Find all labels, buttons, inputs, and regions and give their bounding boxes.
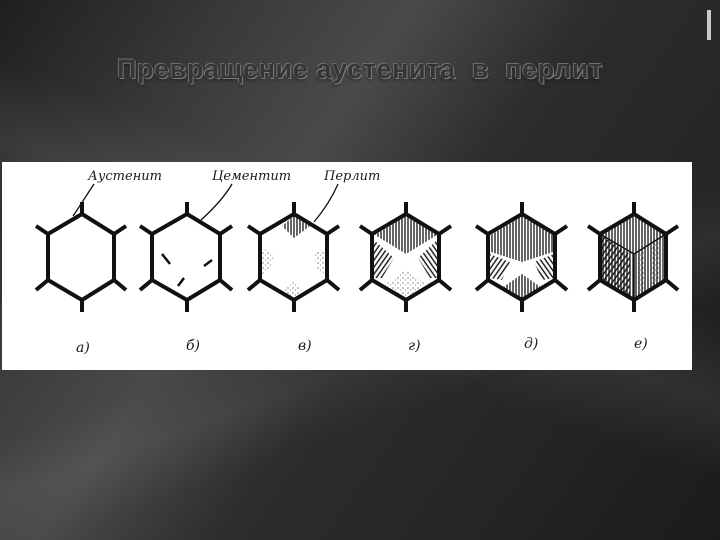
- slide-title: Превращение аустенита в перлит: [117, 54, 603, 84]
- grain-d: [358, 202, 453, 312]
- grain-a: [34, 202, 128, 312]
- caption-c: в): [298, 338, 312, 354]
- leader-cementite: [200, 183, 233, 221]
- label-cementite: Цементит: [212, 169, 291, 184]
- corner-accent: [707, 10, 711, 40]
- grain-c: [246, 202, 341, 312]
- caption-b: б): [186, 338, 200, 354]
- leader-austenite: [72, 183, 95, 217]
- grain-b: [138, 202, 234, 312]
- grain-e: [474, 202, 569, 312]
- figure-panel: Аустенит Цементит Перлит: [2, 162, 692, 370]
- grain-f: [586, 202, 680, 312]
- caption-f: е): [634, 336, 648, 352]
- label-pearlite: Перлит: [323, 169, 380, 184]
- transformation-diagram: Аустенит Цементит Перлит: [34, 169, 680, 356]
- leader-pearlite: [313, 183, 339, 223]
- caption-d: г): [408, 338, 421, 354]
- caption-a: а): [76, 340, 90, 356]
- caption-e: д): [524, 336, 538, 352]
- label-austenite: Аустенит: [87, 169, 162, 184]
